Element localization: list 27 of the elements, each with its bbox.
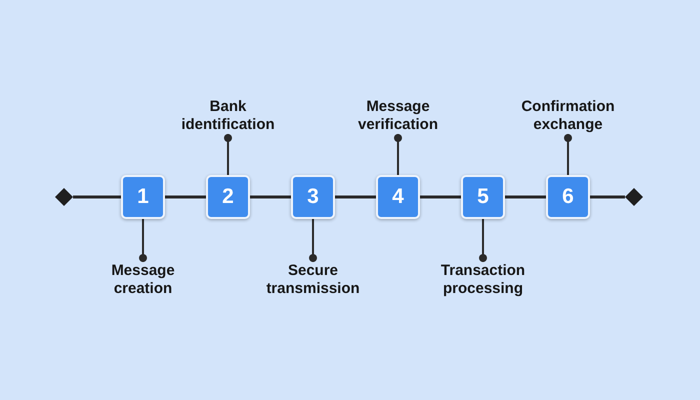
leader-line bbox=[564, 134, 572, 175]
leader-line bbox=[309, 219, 317, 262]
timeline-line bbox=[73, 196, 121, 198]
timeline-line bbox=[335, 196, 376, 198]
timeline-line bbox=[590, 196, 625, 198]
leader-line bbox=[139, 219, 147, 262]
timeline-line bbox=[505, 196, 546, 198]
timeline-line bbox=[165, 196, 206, 198]
step-box: 5 bbox=[461, 175, 505, 219]
leader-line bbox=[479, 219, 487, 262]
leader-line bbox=[224, 134, 232, 175]
step-label: Message creation bbox=[110, 262, 176, 298]
step-box: 2 bbox=[206, 175, 250, 219]
timeline-line bbox=[420, 196, 461, 198]
step-box: 6 bbox=[546, 175, 590, 219]
step-box: 3 bbox=[291, 175, 335, 219]
step-label: Confirmation exchange bbox=[520, 98, 616, 134]
diamond-marker bbox=[625, 188, 643, 206]
step-label: Message verification bbox=[356, 98, 440, 134]
step-box: 1 bbox=[121, 175, 165, 219]
diamond-marker bbox=[55, 188, 73, 206]
leader-line bbox=[394, 134, 402, 175]
step-label: Bank identification bbox=[180, 98, 276, 134]
step-label: Transaction processing bbox=[440, 262, 526, 298]
step-label: Secure transmission bbox=[265, 262, 361, 298]
timeline-line bbox=[250, 196, 291, 198]
step-box: 4 bbox=[376, 175, 420, 219]
